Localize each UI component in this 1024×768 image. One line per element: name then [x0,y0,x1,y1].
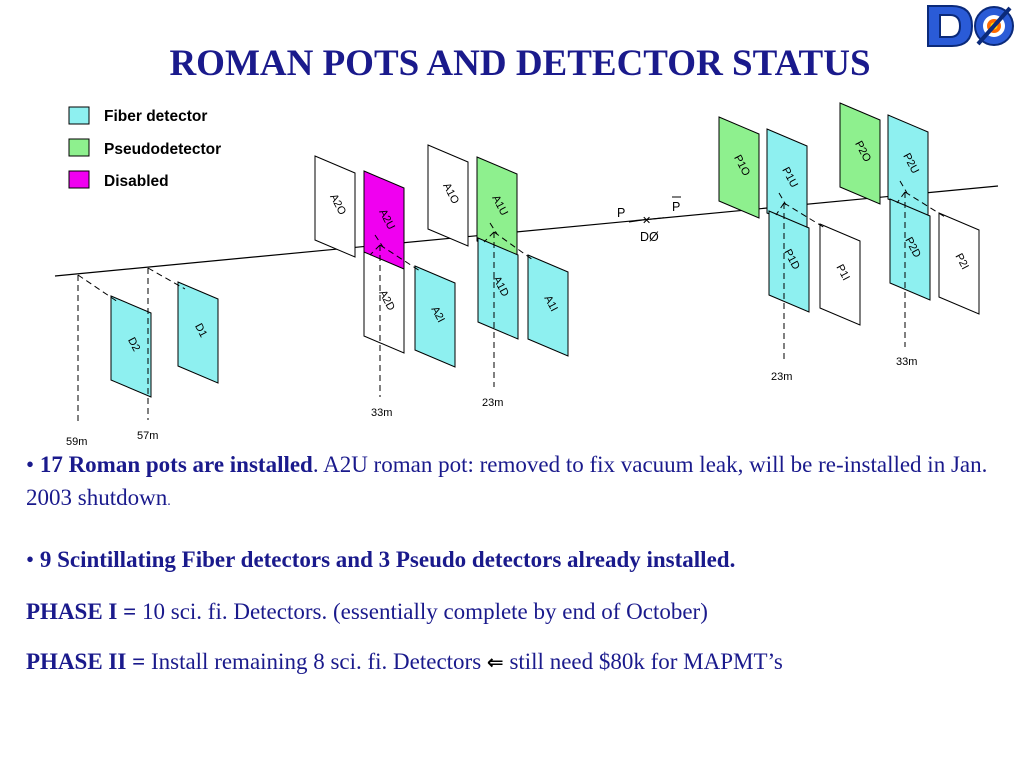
roman-pot-p1d: P1D [768,210,810,313]
roman-pot-a2o: A2O [314,155,356,258]
legend-label-disabled: Disabled [104,173,169,190]
guide-line [904,191,946,218]
legend-swatch-pseudo [68,138,90,157]
roman-pot-p1i: P1I [819,223,861,326]
phase-2-text2: still need $80k for MAPMT’s [503,649,783,674]
bullet-dot: • [26,452,40,477]
phase-1: PHASE I = 10 sci. fi. Detectors. (essent… [26,595,1011,628]
interaction-point: P P ✕ DØ [617,196,681,244]
distance-label: 57m [137,430,158,442]
ip-marker-icon: ✕ [642,214,651,227]
phase-2: PHASE II = Install remaining 8 sci. fi. … [26,645,1011,678]
bullet-dot: • [26,547,40,572]
roman-pot-p2d: P2D [889,198,931,301]
pot-body [110,295,152,398]
guide-line [493,231,534,261]
antiproton-arrow [649,217,665,220]
bullet-2: • 9 Scintillating Fiber detectors and 3 … [26,543,1011,576]
distance-label: 33m [896,356,917,368]
roman-pot-a1i: A1I [527,254,569,357]
bullet-1-text: . A2U roman pot: removed to fix vacuum l… [26,452,988,511]
pot-body [889,198,931,301]
legend-label-pseudo: Pseudodetector [104,141,221,158]
pot-label: D1 [192,322,209,340]
roman-pot-d2: D2 [110,295,152,398]
legend-label-fiber: Fiber detector [104,108,207,125]
bullet-1-bold: 17 Roman pots are installed [39,452,313,477]
phase-2-text: Install remaining 8 sci. fi. Detectors [145,649,482,674]
roman-pot-p1o: P1O [718,116,760,219]
d0-logo [922,0,1020,52]
proton-arrow [628,219,646,223]
guide-line [899,180,908,194]
pot-body [363,251,405,354]
roman-pot-a1d: A1D [477,237,519,340]
guide-line [783,202,826,229]
pot-body [768,210,810,313]
page-title: ROMAN POTS AND DETECTOR STATUS [169,43,871,84]
roman-pots-diagram: Fiber detector Pseudodetector Disabled P… [54,102,999,448]
pot-body [819,223,861,326]
guide-line [77,274,119,303]
guide-line [374,234,384,248]
bullet-2-bold: 9 Scintillating Fiber detectors and 3 Ps… [39,547,736,572]
pot-body [718,116,760,219]
legend: Fiber detector Pseudodetector Disabled [68,106,221,190]
ip-label: DØ [640,230,659,244]
antiproton-label: P [672,200,680,214]
pot-body [427,144,469,247]
left-arrow-icon: ⇐ [486,650,504,674]
pot-body [177,281,219,384]
guide-line [369,244,381,256]
guide-line [483,231,495,243]
bullet-1: • 17 Roman pots are installed. A2U roman… [26,448,1011,515]
distance-label: 23m [482,397,503,409]
pot-body [414,265,456,368]
distance-label: 33m [371,407,392,419]
phase-1-label: PHASE I = [26,599,137,624]
roman-pot-p2u: P2U [887,114,929,217]
pot-body [938,212,980,315]
guide-line [896,191,906,204]
phase-2-label: PHASE II = [26,649,146,674]
proton-label: P [617,206,625,220]
pot-body [527,254,569,357]
beam-line [54,185,999,277]
guide-line [147,267,186,290]
pot-label: D2 [125,336,142,354]
pot-body [477,237,519,340]
legend-swatch-disabled [68,170,90,189]
pot-body [314,155,356,258]
guide-line [775,202,785,216]
roman-pot-a1o: A1O [427,144,469,247]
guide-line [489,222,498,235]
distance-label: 59m [66,436,87,448]
guide-line [379,244,421,272]
roman-pot-d1: D1 [177,281,219,384]
guide-line [778,192,787,206]
legend-swatch-fiber [68,106,90,125]
roman-pot-a2i: A2I [414,265,456,368]
phase-1-text: 10 sci. fi. Detectors. (essentially comp… [136,599,708,624]
roman-pot-p2i: P2I [938,212,980,315]
pot-body [839,102,881,205]
bullet-1-end: . [167,494,171,510]
roman-pot-p2o: P2O [839,102,881,205]
distance-label: 23m [771,371,792,383]
roman-pot-a2d: A2D [363,251,405,354]
